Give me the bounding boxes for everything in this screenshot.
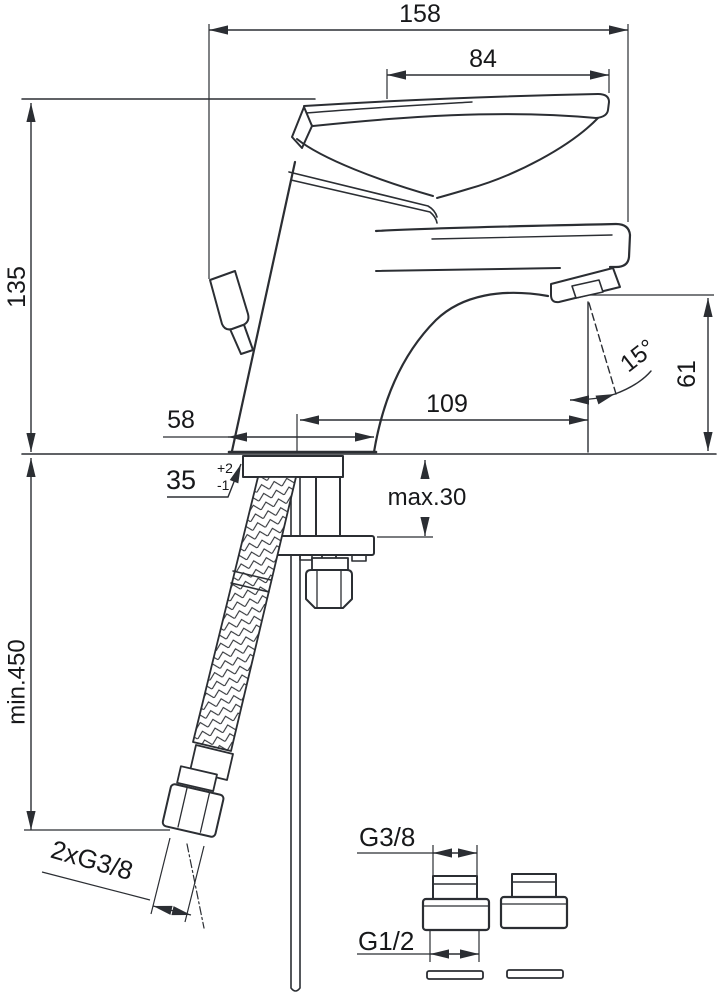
dim-135-label: 135	[3, 266, 31, 308]
dimension-hose-thread: 2xG3/8	[41, 834, 205, 929]
dimension-158: 158	[208, 0, 629, 279]
dim-61-label: 61	[673, 360, 701, 388]
washer-left	[426, 970, 484, 980]
cartridge-cap-seam	[288, 171, 438, 224]
adapter-detail: G3/8 G1/2	[357, 822, 569, 980]
pop-up-knob	[209, 270, 254, 355]
hose-thread-label: 2xG3/8	[48, 834, 137, 886]
pop-up-rod	[290, 476, 301, 992]
threaded-shank	[315, 476, 341, 537]
dimension-g38: G3/8	[357, 822, 478, 876]
dimension-g12: G1/2	[357, 926, 480, 962]
body-column	[227, 160, 550, 454]
aerator	[550, 267, 621, 304]
dim-84-label: 84	[469, 45, 497, 73]
faucet-body	[209, 93, 632, 454]
stream-angle-line	[588, 302, 617, 395]
dim-35-label: 35	[166, 465, 196, 495]
mounting-nut	[305, 554, 353, 609]
hose-nut	[161, 783, 225, 838]
dim-min450-label: min.450	[4, 639, 31, 724]
dimension-58: 58	[163, 406, 374, 442]
adapter-left	[421, 875, 491, 932]
spout	[374, 222, 632, 272]
angle-15deg-label: 15°	[615, 334, 660, 378]
dimension-84: 84	[386, 45, 610, 99]
dimension-61: 61	[590, 294, 714, 451]
reference-lines	[21, 98, 717, 455]
dim-35-tolerance-minus: -1	[217, 477, 230, 493]
dim-max30-label: max.30	[388, 484, 467, 511]
hose-collar	[176, 765, 218, 793]
base-gasket	[242, 455, 344, 478]
dimension-max30: max.30	[377, 460, 467, 538]
dim-109-label: 109	[426, 390, 468, 418]
dim-158-label: 158	[399, 0, 441, 28]
hose-band	[230, 570, 272, 593]
dimension-109: 109	[296, 390, 588, 452]
dimension-angle-15: 15°	[569, 301, 661, 453]
washer-right	[506, 969, 564, 979]
dimension-35: 35 +2 -1	[166, 460, 242, 498]
adapter-thread-g12-label: G1/2	[358, 926, 414, 956]
supply-hose	[161, 476, 297, 838]
dimension-135: 135	[3, 103, 36, 452]
adapter-thread-g38-label: G3/8	[359, 822, 415, 852]
braided-hose	[192, 476, 297, 752]
dim-58-label: 58	[167, 406, 195, 434]
dim-35-tolerance-plus: +2	[217, 460, 233, 476]
adapter-washers	[426, 969, 564, 980]
adapter-right	[499, 873, 569, 930]
handle-lever	[291, 93, 610, 199]
dimension-min450: min.450	[4, 458, 170, 831]
below-deck-assembly	[161, 455, 375, 992]
